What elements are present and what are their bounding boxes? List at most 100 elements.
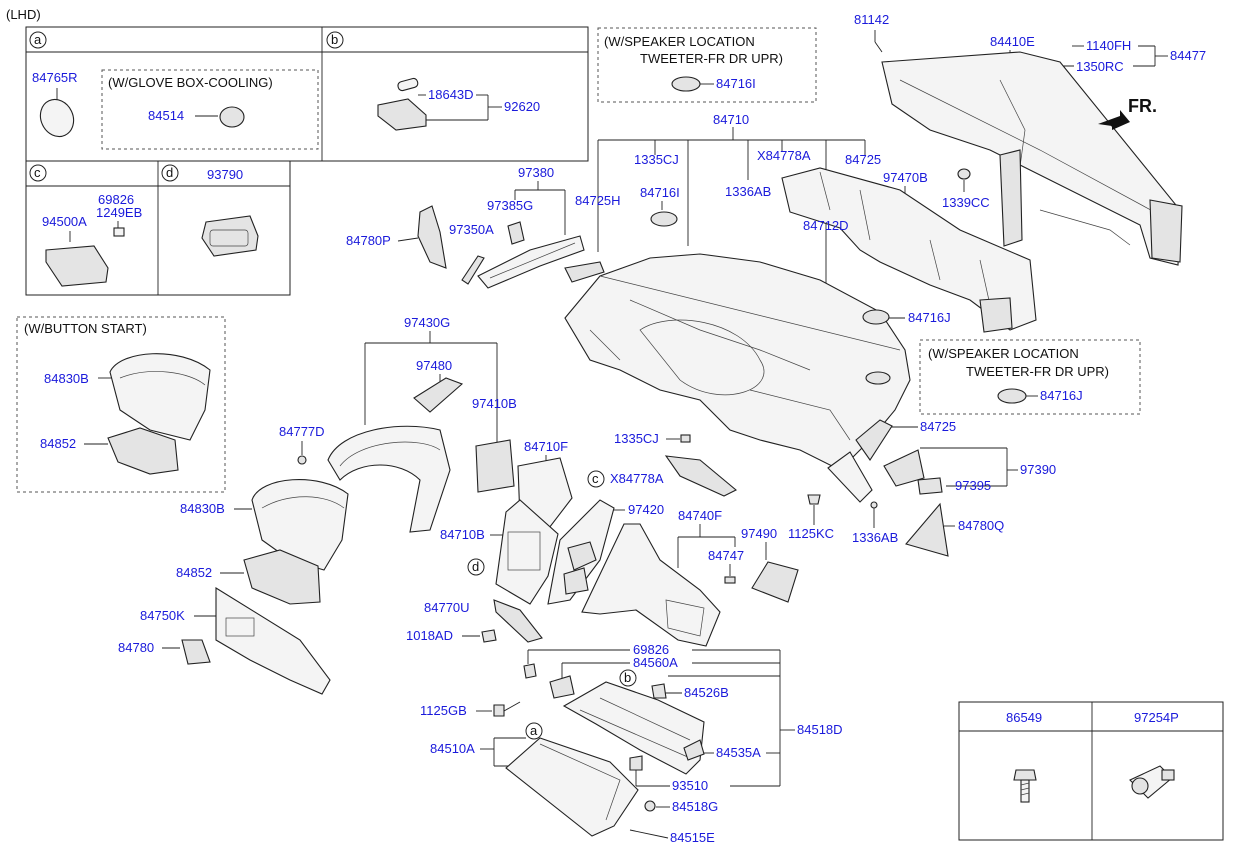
part-84710B[interactable]: 84710B [440, 527, 485, 542]
part-84518D[interactable]: 84518D [797, 722, 843, 737]
part-97385G[interactable]: 97385G [487, 198, 533, 213]
heater-duct-assembly: 97470B 84712D [781, 167, 1037, 333]
part-84710[interactable]: 84710 [713, 112, 749, 127]
svg-text:a: a [530, 723, 538, 738]
svg-text:b: b [624, 670, 631, 685]
part-18643D[interactable]: 18643D [428, 87, 474, 102]
part-84750K[interactable]: 84750K [140, 608, 185, 623]
part-84716J[interactable]: 84716J [908, 310, 951, 325]
center-panel-group: 84710F 1335CJ c X84778A 84710B d 97420 8… [406, 431, 737, 643]
part-84830B-box[interactable]: 84830B [44, 371, 89, 386]
part-84725-top[interactable]: 84725 [845, 152, 881, 167]
sensor-part [45, 245, 109, 287]
part-84780[interactable]: 84780 [118, 640, 154, 655]
part-84477[interactable]: 84477 [1170, 48, 1206, 63]
part-97480[interactable]: 97480 [416, 358, 452, 373]
part-94500A[interactable]: 94500A [42, 214, 87, 229]
part-84777D[interactable]: 84777D [279, 424, 325, 439]
part-X84778A-mid[interactable]: X84778A [610, 471, 664, 486]
right-side-group: 84725 97390 97395 1125KC 1336AB 84780Q [788, 419, 1056, 557]
part-84830B[interactable]: 84830B [180, 501, 225, 516]
part-93790[interactable]: 93790 [207, 167, 243, 182]
speaker-note-top: (W/SPEAKER LOCATION TWEETER-FR DR UPR) 8… [597, 27, 817, 103]
part-84780P[interactable]: 84780P [346, 233, 391, 248]
part-84852-box[interactable]: 84852 [40, 436, 76, 451]
part-1125GB[interactable]: 1125GB [420, 703, 467, 718]
cap-part [39, 98, 75, 138]
svg-text:(W/BUTTON START): (W/BUTTON START) [24, 321, 147, 336]
part-97395[interactable]: 97395 [955, 478, 991, 493]
part-84765R[interactable]: 84765R [32, 70, 78, 85]
part-97420[interactable]: 97420 [628, 502, 664, 517]
clip-97254P [1129, 765, 1175, 799]
part-84514[interactable]: 84514 [148, 108, 184, 123]
part-84852[interactable]: 84852 [176, 565, 212, 580]
svg-text:TWEETER-FR DR UPR): TWEETER-FR DR UPR) [640, 51, 783, 66]
part-97410B[interactable]: 97410B [472, 396, 517, 411]
part-86549[interactable]: 86549 [1006, 710, 1042, 725]
part-97470B[interactable]: 97470B [883, 170, 928, 185]
part-84747[interactable]: 84747 [708, 548, 744, 563]
speaker-note-right: (W/SPEAKER LOCATION TWEETER-FR DR UPR) 8… [919, 339, 1141, 415]
part-1336AB-top[interactable]: 1336AB [725, 184, 771, 199]
part-84535A[interactable]: 84535A [716, 745, 761, 760]
part-93510[interactable]: 93510 [672, 778, 708, 793]
front-arrow-icon [1098, 110, 1130, 130]
switch-part [201, 215, 259, 257]
part-97254P[interactable]: 97254P [1134, 710, 1179, 725]
part-84712D[interactable]: 84712D [803, 218, 849, 233]
glove-box-group: 69826 84560A 84518D b 84526B 84535A 9351… [420, 642, 843, 845]
part-97490[interactable]: 97490 [741, 526, 777, 541]
part-84515E[interactable]: 84515E [670, 830, 715, 845]
part-84510A[interactable]: 84510A [430, 741, 475, 756]
part-97350A[interactable]: 97350A [449, 222, 494, 237]
cowl-crossbar-assembly: 81142 84410E 1140FH 1350RC 84477 FR. 133… [854, 12, 1206, 266]
variant-label: (LHD) [6, 7, 41, 22]
svg-text:d: d [472, 559, 479, 574]
part-84410E[interactable]: 84410E [990, 34, 1035, 49]
fastener-table: 86549 97254P [958, 701, 1224, 841]
part-97390[interactable]: 97390 [1020, 462, 1056, 477]
callout-a: a [34, 32, 42, 47]
part-1339CC[interactable]: 1339CC [942, 195, 990, 210]
part-1350RC[interactable]: 1350RC [1076, 59, 1124, 74]
front-direction-label: FR. [1128, 96, 1157, 116]
console-group: 84740F 84747 97490 [581, 508, 799, 647]
part-84740F[interactable]: 84740F [678, 508, 722, 523]
svg-text:(W/SPEAKER LOCATION: (W/SPEAKER LOCATION [604, 34, 755, 49]
svg-text:(W/SPEAKER LOCATION: (W/SPEAKER LOCATION [928, 346, 1079, 361]
part-1335CJ-mid[interactable]: 1335CJ [614, 431, 659, 446]
part-81142[interactable]: 81142 [854, 12, 889, 27]
part-84725H[interactable]: 84725H [575, 193, 621, 208]
cooling-valve-part [219, 106, 245, 128]
svg-text:TWEETER-FR DR UPR): TWEETER-FR DR UPR) [966, 364, 1109, 379]
part-1018AD[interactable]: 1018AD [406, 628, 453, 643]
bulb-part [397, 77, 419, 92]
vent-group-97380: 97380 97385G 84725H 84716I 97350A 84780P [346, 165, 680, 289]
part-84716I-mid[interactable]: 84716I [640, 185, 680, 200]
part-69826-c[interactable]: 69826 [98, 192, 134, 207]
part-92620[interactable]: 92620 [504, 99, 540, 114]
left-lower-group: 84830B 84852 84750K 84780 [118, 479, 349, 695]
part-84560A[interactable]: 84560A [633, 655, 678, 670]
part-84716I-speaker[interactable]: 84716I [716, 76, 756, 91]
part-84526B[interactable]: 84526B [684, 685, 729, 700]
part-84725-right[interactable]: 84725 [920, 419, 956, 434]
note-glove-box-cooling: (W/GLOVE BOX-COOLING) [108, 75, 273, 90]
part-1249EB[interactable]: 1249EB [96, 205, 142, 220]
part-84710F[interactable]: 84710F [524, 439, 568, 454]
callout-d: d [166, 165, 173, 180]
part-1336AB-right[interactable]: 1336AB [852, 530, 898, 545]
part-69826-glove[interactable]: 69826 [633, 642, 669, 657]
part-84770U[interactable]: 84770U [424, 600, 470, 615]
part-1125KC[interactable]: 1125KC [788, 526, 834, 541]
part-84716J-speaker[interactable]: 84716J [1040, 388, 1083, 403]
part-84518G[interactable]: 84518G [672, 799, 718, 814]
part-1335CJ-top[interactable]: 1335CJ [634, 152, 679, 167]
part-97430G[interactable]: 97430G [404, 315, 450, 330]
part-1140FH[interactable]: 1140FH [1086, 38, 1131, 53]
callout-b: b [331, 32, 338, 47]
part-97380[interactable]: 97380 [518, 165, 554, 180]
part-84780Q[interactable]: 84780Q [958, 518, 1004, 533]
part-X84778A-top[interactable]: X84778A [757, 148, 811, 163]
